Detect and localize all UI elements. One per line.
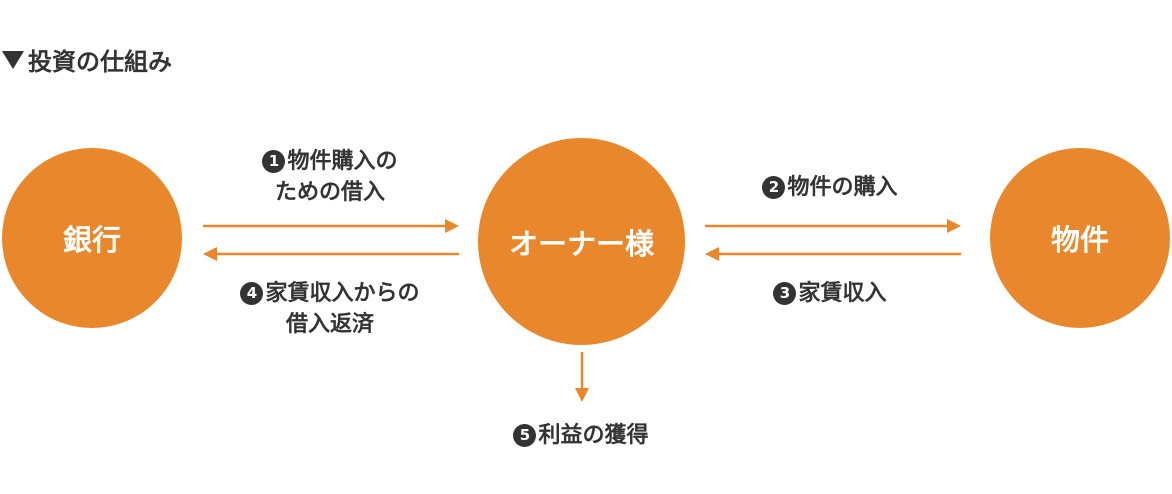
flow-label-1-line2: ための借入: [274, 180, 385, 205]
arrowhead-property-to-owner: [705, 247, 719, 261]
flow-label-5-line1: 利益の獲得: [538, 423, 649, 448]
diagram-heading: 投資の仕組み: [2, 46, 172, 78]
arrowhead-owner-to-property: [947, 219, 961, 233]
node-bank: 銀行: [2, 148, 182, 328]
flow-label-1-line1: 物件購入の: [287, 149, 398, 174]
flow-label-4-line1: 家賃収入からの: [265, 281, 420, 306]
arrowhead-bank-to-owner: [445, 219, 459, 233]
node-owner-label: オーナー様: [508, 226, 654, 261]
node-property-label: 物件: [1050, 223, 1109, 257]
step-number-3: 3: [773, 282, 797, 305]
flow-label-3-line1: 家賃収入: [798, 281, 887, 306]
flow-label-2-line1: 物件の購入: [787, 175, 898, 200]
flow-label-4-line2: 借入返済: [285, 312, 374, 337]
arrowhead-owner-to-bank: [203, 247, 217, 261]
node-bank-label: 銀行: [62, 223, 121, 257]
node-property: 物件: [990, 148, 1170, 328]
node-owner: オーナー様: [478, 138, 685, 345]
heading-text: 投資の仕組み: [28, 48, 172, 76]
step-number-1: 1: [262, 150, 286, 173]
step-number-2: 2: [762, 176, 786, 199]
triangle-down-icon: [2, 51, 24, 69]
arrowhead-owner-to-profit: [575, 388, 589, 402]
step-number-4: 4: [240, 282, 264, 305]
step-number-5: 5: [513, 424, 537, 447]
